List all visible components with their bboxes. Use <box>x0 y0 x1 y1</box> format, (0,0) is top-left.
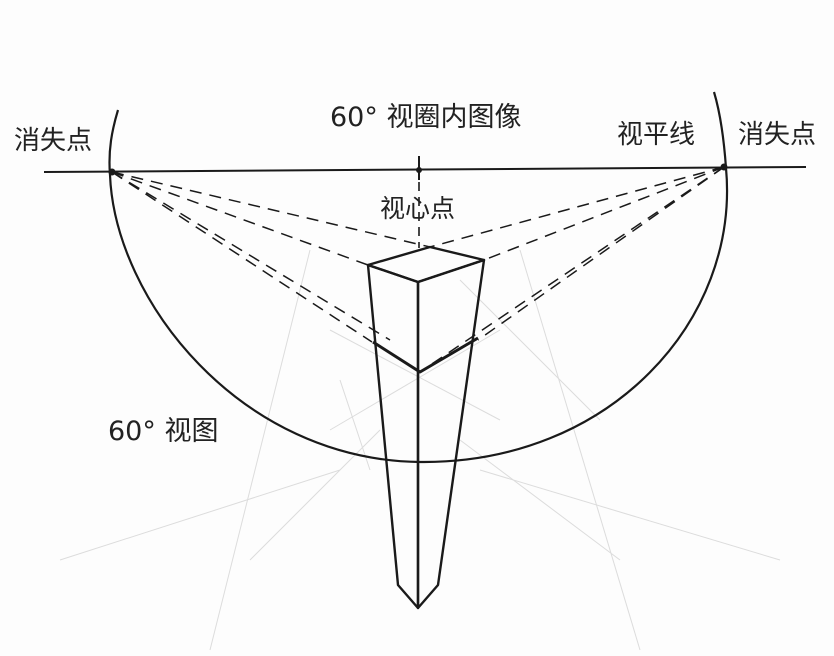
label-horizon-line: 视平线 <box>617 120 696 150</box>
label-image-in-60-circle: 60° 视圈内图像 <box>330 102 522 133</box>
background-sketch-lines <box>59 249 781 651</box>
box-left-face <box>366 263 420 610</box>
label-vanishing-point-right: 消失点 <box>738 120 817 150</box>
label-center-of-vision: 视心点 <box>380 194 456 223</box>
label-vanishing-point-left: 消失点 <box>14 126 93 156</box>
dashed-lines-right <box>419 166 725 373</box>
center-of-vision-dot <box>416 167 422 173</box>
horizon-line <box>43 166 807 173</box>
sixty-degree-circle <box>108 91 729 464</box>
box-mid-edge <box>372 336 479 374</box>
label-60-view: 60° 视图 <box>108 416 219 447</box>
tall-box <box>366 245 486 610</box>
dashed-lines-left <box>111 171 431 343</box>
box-top-face <box>366 245 486 284</box>
box-right-face <box>416 258 486 610</box>
